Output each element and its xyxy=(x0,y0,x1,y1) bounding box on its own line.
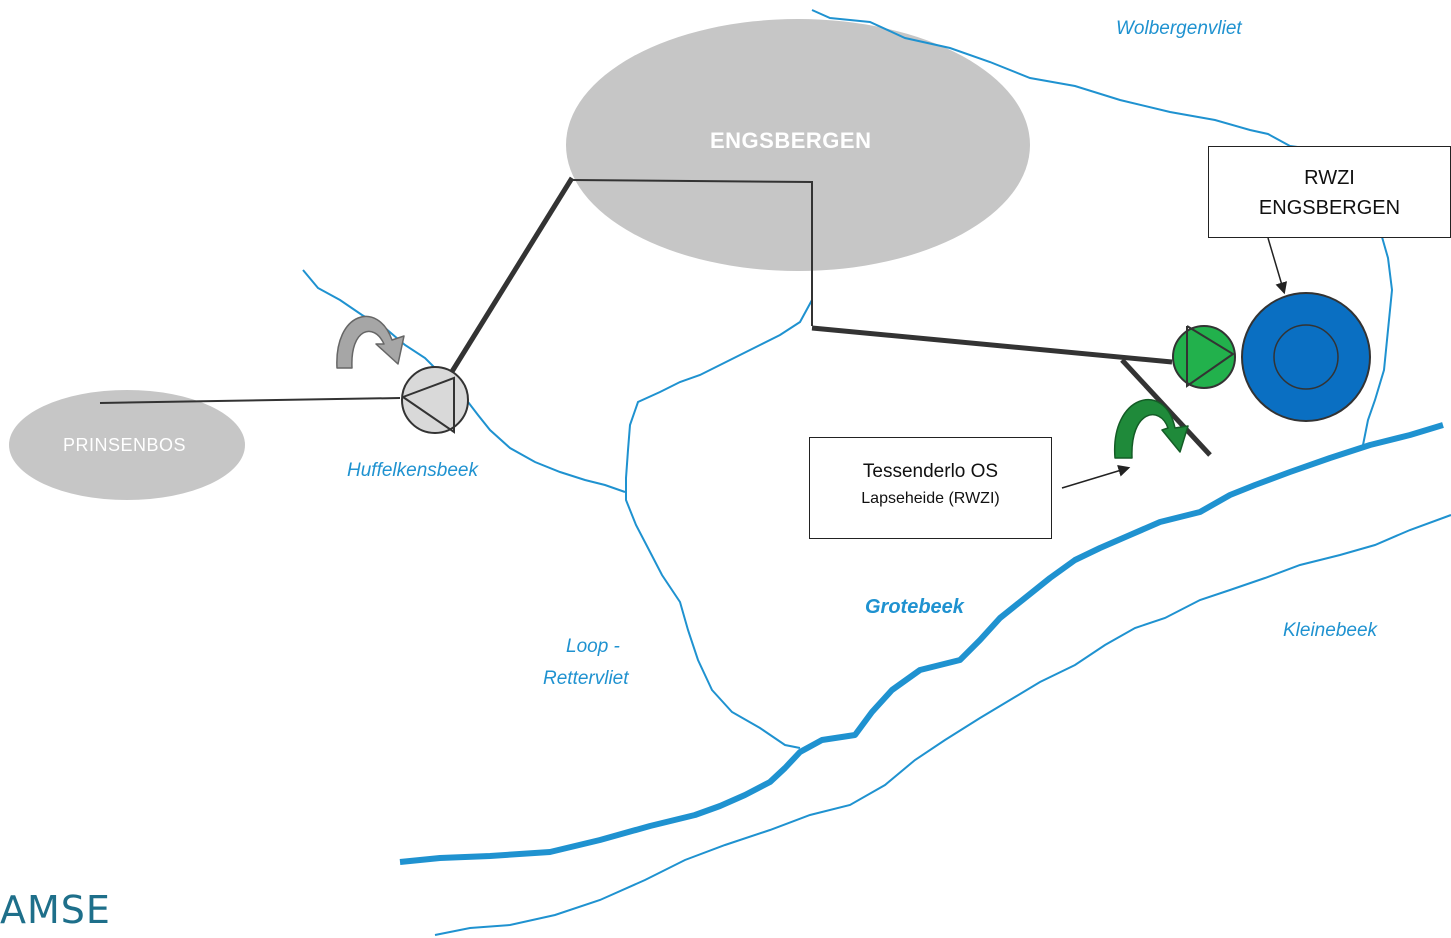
pump-icon xyxy=(401,366,469,434)
main-pipe-to-rwzi xyxy=(811,325,1173,365)
curved-arrow-icon xyxy=(336,315,405,369)
rwzi-box-line1: RWZI xyxy=(1304,167,1355,189)
loop-rettervliet-label-2: Rettervliet xyxy=(543,668,629,689)
tessenderlo-box-line2: Lapseheide (RWZI) xyxy=(861,490,1000,507)
pump-to-engsbergen-pipe xyxy=(445,176,575,380)
logo-fragment: AMSE xyxy=(0,888,111,932)
treatment-plant-icon xyxy=(1241,292,1371,422)
wolbergenvliet-river xyxy=(811,9,1394,451)
prinsenbos-pipe xyxy=(99,397,401,404)
wolbergenvliet-label: Wolbergenvliet xyxy=(1116,18,1242,39)
engsbergen-label: ENGSBERGEN xyxy=(710,128,872,153)
kleinebeek-label: Kleinebeek xyxy=(1283,620,1378,641)
huffelkensbeek-label: Huffelkensbeek xyxy=(347,460,478,481)
grotebeek-label: Grotebeek xyxy=(865,596,964,618)
engsbergen-internal-pipe xyxy=(571,179,813,326)
loop-rettervliet-label-1: Loop - xyxy=(566,636,620,657)
pump-icon xyxy=(1172,325,1236,389)
grotebeek-river xyxy=(399,422,1444,865)
rwzi-box-line2: ENGSBERGEN xyxy=(1258,197,1401,219)
tessenderlo-box: Tessenderlo OS Lapseheide (RWZI) xyxy=(809,437,1052,539)
kleinebeek-river xyxy=(434,514,1451,936)
prinsenbos-label: PRINSENBOS xyxy=(63,435,187,455)
curved-arrow-icon xyxy=(1114,399,1189,459)
huffelkensbeek-river xyxy=(302,269,626,493)
prinsenbos-town-area xyxy=(9,390,245,500)
engsbergen-town-area xyxy=(566,19,1030,271)
tessenderlo-callout-arrow xyxy=(1061,465,1131,489)
loop-rettervliet-river xyxy=(625,299,813,749)
rwzi-callout-arrow xyxy=(1267,237,1288,295)
tessenderlo-box-line1: Tessenderlo OS xyxy=(862,461,999,482)
rwzi-engsbergen-box: RWZI ENGSBERGEN xyxy=(1208,146,1451,238)
